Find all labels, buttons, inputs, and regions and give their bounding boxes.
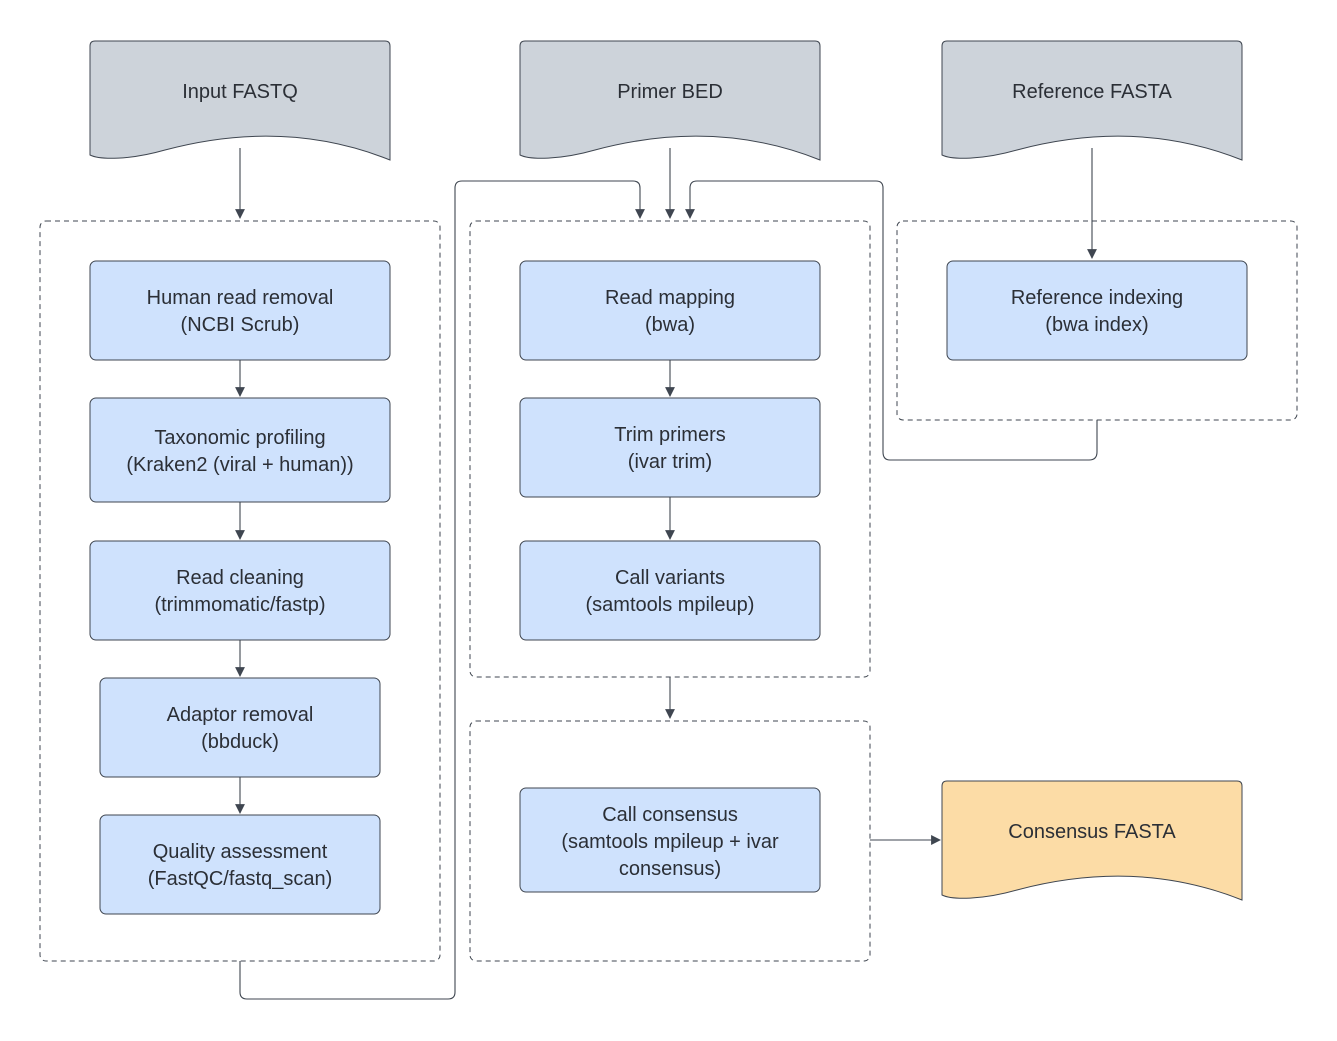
input-fastq-doc: Input FASTQ (89, 40, 391, 161)
step-title: Trim primers (614, 424, 725, 446)
step-title: Human read removal (147, 287, 334, 309)
adaptor-removal-step: Adaptor removal (bbduck) (99, 677, 381, 778)
consensus-fasta-doc: Consensus FASTA (941, 780, 1243, 901)
arrow-preprocessing-to-alignment (239, 180, 645, 1000)
step-title: Call variants (615, 567, 725, 589)
call-variants-step: Call variants (samtools mpileup) (519, 540, 821, 641)
quality-assessment-step: Quality assessment (FastQC/fastq_scan) (99, 814, 381, 915)
step-tool: (samtools mpileup + ivar (561, 831, 779, 853)
consensus-group (469, 720, 871, 962)
step-tool: (bwa) (645, 314, 695, 336)
call-consensus-step: Call consensus (samtools mpileup + ivar … (519, 787, 821, 893)
step-title: Call consensus (602, 804, 738, 826)
preprocessing-group (39, 220, 441, 962)
step-tool: (bbduck) (201, 731, 279, 753)
primer-bed-label: Primer BED (617, 81, 723, 103)
reference-indexing-step: Reference indexing (bwa index) (946, 260, 1248, 361)
step-title: Quality assessment (153, 841, 328, 863)
step-tool: (trimmomatic/fastp) (154, 594, 325, 616)
reference-fasta-label: Reference FASTA (1012, 81, 1172, 103)
step-tool: (NCBI Scrub) (181, 314, 300, 336)
step-tool: (FastQC/fastq_scan) (148, 868, 333, 890)
step-title: Read cleaning (176, 567, 304, 589)
read-cleaning-step: Read cleaning (trimmomatic/fastp) (89, 540, 391, 641)
step-title: Taxonomic profiling (154, 427, 325, 449)
step-tool: (Kraken2 (viral + human)) (126, 454, 353, 476)
step-title: Adaptor removal (167, 704, 314, 726)
step-tool: (bwa index) (1045, 314, 1148, 336)
read-mapping-step: Read mapping (bwa) (519, 260, 821, 361)
step-title: Read mapping (605, 287, 735, 309)
step-tool: (ivar trim) (628, 451, 712, 473)
primer-bed-doc: Primer BED (519, 40, 821, 161)
step-tool-cont: consensus) (619, 858, 721, 880)
human-read-removal-step: Human read removal (NCBI Scrub) (89, 260, 391, 361)
step-title: Reference indexing (1011, 287, 1183, 309)
consensus-fasta-label: Consensus FASTA (1008, 821, 1176, 843)
trim-primers-step: Trim primers (ivar trim) (519, 397, 821, 498)
input-fastq-label: Input FASTQ (182, 81, 298, 103)
reference-fasta-doc: Reference FASTA (941, 40, 1243, 161)
step-tool: (samtools mpileup) (586, 594, 755, 616)
arrow-index-to-alignment (685, 180, 1098, 461)
taxonomic-profiling-step: Taxonomic profiling (Kraken2 (viral + hu… (89, 397, 391, 503)
